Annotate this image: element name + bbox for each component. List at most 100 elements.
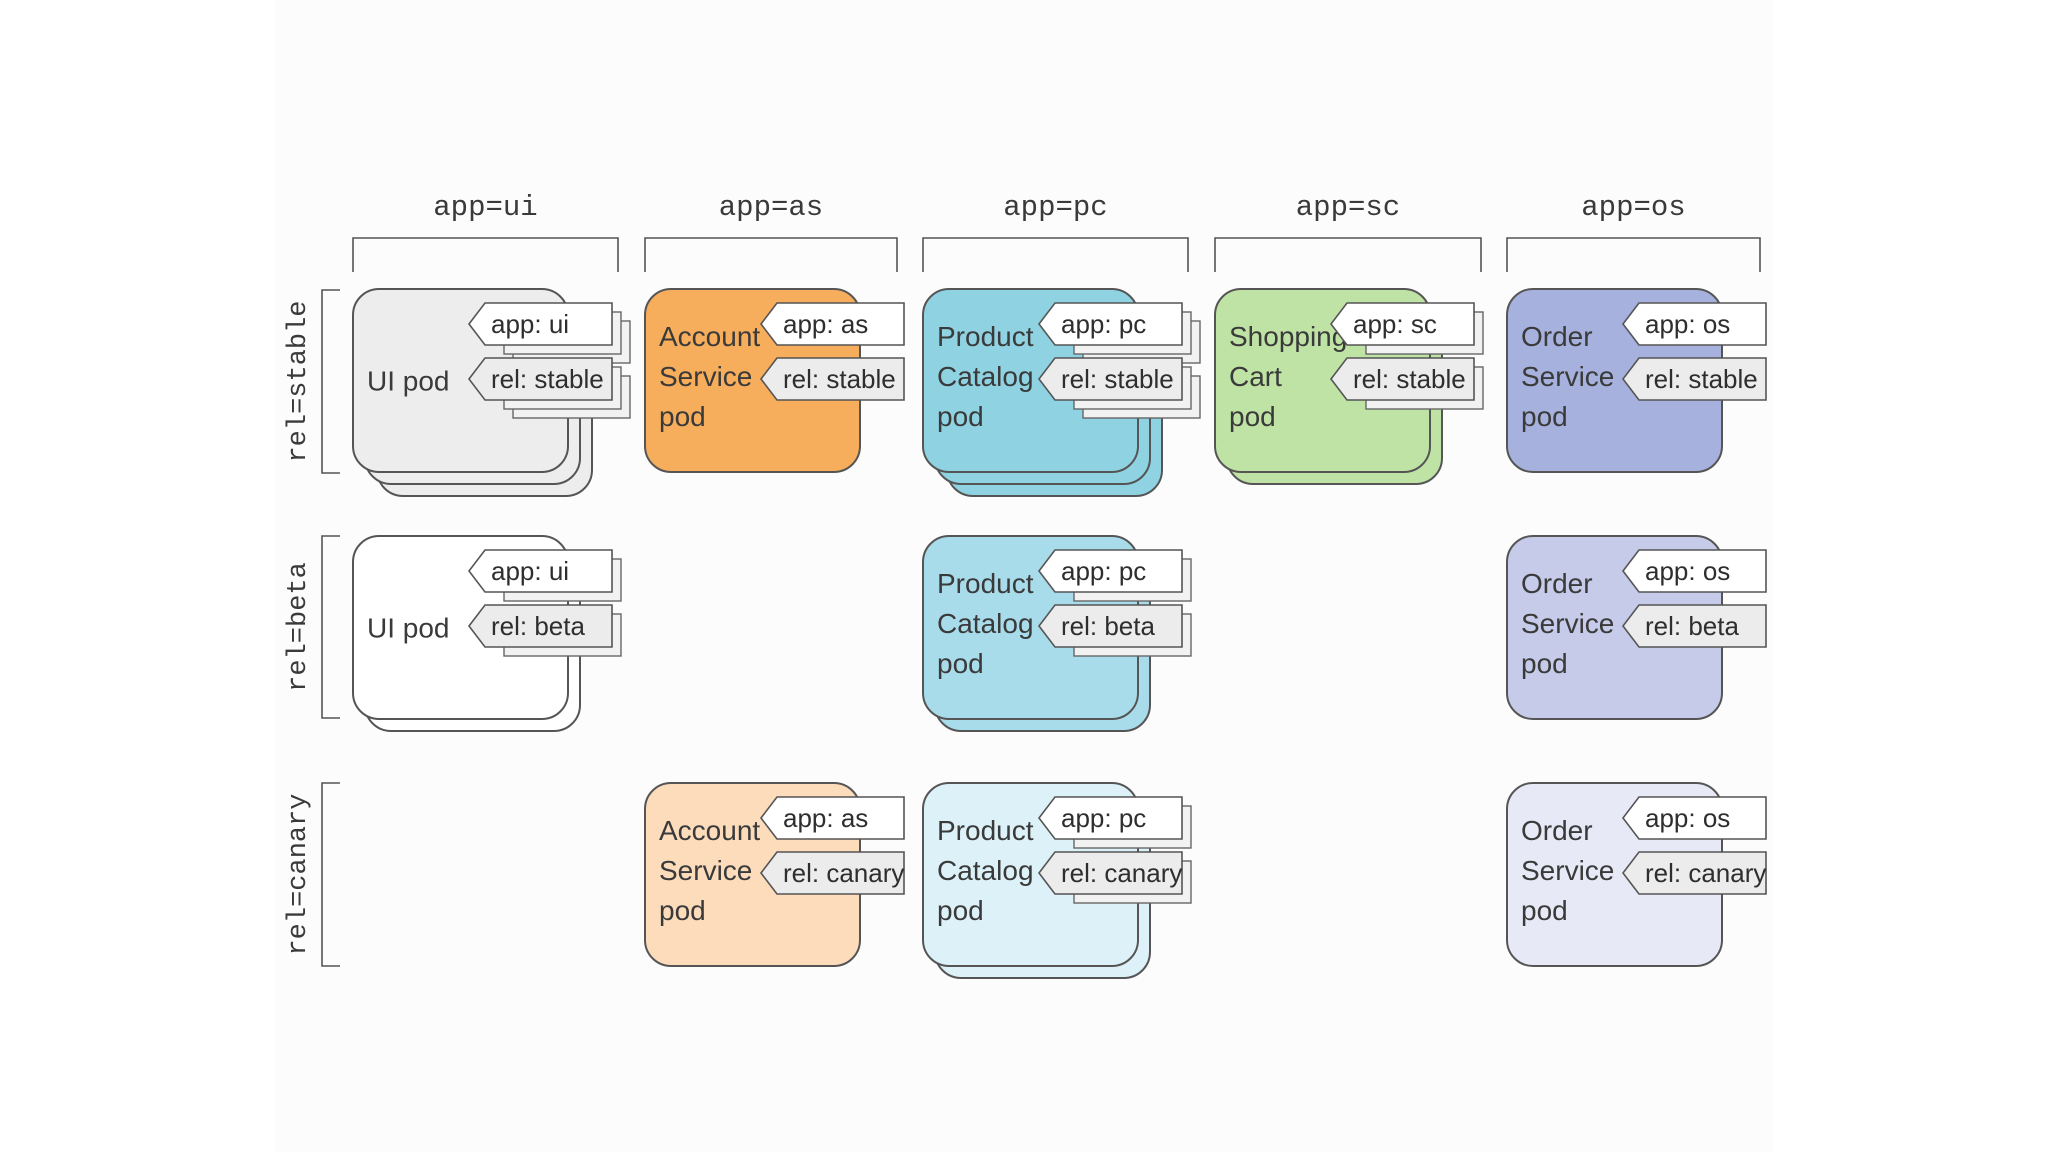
label-tag	[759, 357, 905, 401]
column-bracket	[1506, 237, 1761, 272]
pod-app-ui-beta[interactable]: UI pod app: ui rel: beta	[352, 535, 622, 732]
row-label-rel-beta: rel=beta	[284, 562, 314, 692]
pod-name-line: Cart	[1229, 361, 1282, 392]
column-label-app-as: app=as	[719, 191, 823, 224]
app-label-text: app: os	[1645, 556, 1730, 586]
label-tag	[467, 357, 613, 401]
row-label-rel-stable: rel=stable	[284, 300, 314, 462]
app-label-text: app: ui	[491, 309, 569, 339]
label-tag	[1621, 302, 1767, 346]
rel-label-text: rel: beta	[491, 611, 585, 641]
pod-name-line: pod	[937, 401, 984, 432]
pod-name-line: Catalog	[937, 855, 1034, 886]
pod-name-line: Shopping	[1229, 321, 1347, 352]
pod-name-line: Account	[659, 321, 760, 352]
column-label-app-ui: app=ui	[433, 191, 537, 224]
label-tag	[1037, 851, 1183, 895]
pod-name-line: Order	[1521, 568, 1593, 599]
row-bracket	[321, 535, 340, 719]
pod-name-line: UI pod	[367, 366, 450, 397]
app-label-text: app: pc	[1061, 309, 1146, 339]
column-label-app-sc: app=sc	[1296, 191, 1400, 224]
pod-name-line: pod	[1229, 401, 1276, 432]
pod-name-line: UI pod	[367, 613, 450, 644]
rel-label-text: rel: stable	[1061, 364, 1174, 394]
label-tag	[1037, 357, 1183, 401]
pod-name-line: Product	[937, 321, 1034, 352]
pod-name-line: pod	[937, 895, 984, 926]
column-bracket	[1214, 237, 1482, 272]
column-label-app-os: app=os	[1581, 191, 1685, 224]
pod-name-line: pod	[659, 895, 706, 926]
label-tag	[467, 302, 613, 346]
label-tag	[1329, 302, 1475, 346]
label-tag	[759, 851, 905, 895]
pod-name-line: Order	[1521, 321, 1593, 352]
rel-label-text: rel: stable	[783, 364, 896, 394]
label-tag	[759, 302, 905, 346]
label-tag	[1621, 357, 1767, 401]
label-tag	[1329, 357, 1475, 401]
pod-name-line: pod	[1521, 895, 1568, 926]
row-bracket	[321, 782, 340, 967]
rel-label-text: rel: stable	[491, 364, 604, 394]
rel-label-text: rel: stable	[1353, 364, 1466, 394]
label-tag	[467, 604, 613, 648]
pod-name-line: pod	[1521, 401, 1568, 432]
rel-label-text: rel: beta	[1645, 611, 1739, 641]
rel-label-text: rel: canary	[1645, 858, 1766, 888]
app-label-text: app: pc	[1061, 803, 1146, 833]
label-tag	[1037, 604, 1183, 648]
pod-name-line: Service	[1521, 361, 1614, 392]
label-tag	[1621, 796, 1767, 840]
label-tag	[1037, 796, 1183, 840]
pod-name-line: Service	[659, 855, 752, 886]
pod-name-line: Service	[1521, 855, 1614, 886]
pod-app-ui-stable[interactable]: UI pod app: ui rel: stable	[352, 288, 631, 497]
rel-label-text: rel: beta	[1061, 611, 1155, 641]
pod-name-line: Order	[1521, 815, 1593, 846]
rel-label-text: rel: canary	[1061, 858, 1182, 888]
rel-label-text: rel: stable	[1645, 364, 1758, 394]
pod-name-line: Product	[937, 815, 1034, 846]
pod-name-line: Product	[937, 568, 1034, 599]
pod-name-line: Service	[659, 361, 752, 392]
label-tag	[759, 796, 905, 840]
row-label-rel-canary: rel=canary	[284, 793, 314, 955]
app-label-text: app: pc	[1061, 556, 1146, 586]
app-label-text: app: sc	[1353, 309, 1437, 339]
pod-name-line: Catalog	[937, 361, 1034, 392]
column-bracket	[352, 237, 619, 272]
label-tag	[1621, 549, 1767, 593]
pod-name-line: pod	[659, 401, 706, 432]
label-tag	[1037, 549, 1183, 593]
column-bracket	[922, 237, 1189, 272]
pod-name-line: Service	[1521, 608, 1614, 639]
rel-label-text: rel: canary	[783, 858, 904, 888]
row-bracket	[321, 289, 340, 474]
app-label-text: app: os	[1645, 309, 1730, 339]
label-tag	[1621, 604, 1767, 648]
app-label-text: app: os	[1645, 803, 1730, 833]
column-label-app-pc: app=pc	[1003, 191, 1107, 224]
column-bracket	[644, 237, 898, 272]
pod-name-line: Account	[659, 815, 760, 846]
label-tag	[467, 549, 613, 593]
app-label-text: app: as	[783, 309, 868, 339]
pod-name-line: Catalog	[937, 608, 1034, 639]
pod-name-line: pod	[937, 648, 984, 679]
label-tag	[1037, 302, 1183, 346]
app-label-text: app: ui	[491, 556, 569, 586]
app-label-text: app: as	[783, 803, 868, 833]
